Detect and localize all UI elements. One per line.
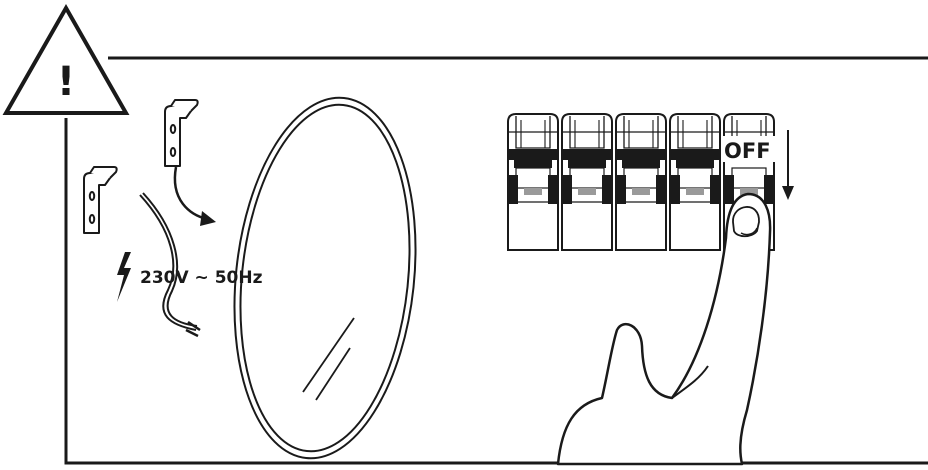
circuit-breaker <box>615 113 667 251</box>
warning-triangle-icon: ! <box>2 3 130 115</box>
circuit-breaker <box>507 113 559 251</box>
circuit-breaker <box>669 113 721 251</box>
off-label-bg <box>723 136 777 162</box>
warning-exclamation: ! <box>57 59 75 105</box>
hand-icon <box>556 192 772 466</box>
wall-bracket-icon <box>164 99 199 167</box>
arrow-down-icon <box>782 130 794 200</box>
lightning-bolt-icon <box>117 252 131 302</box>
power-cable <box>139 192 201 338</box>
instruction-frame <box>64 56 928 465</box>
voltage-label: 230V ~ 50Hz <box>140 268 263 288</box>
curved-arrow-icon <box>173 166 216 226</box>
circuit-breaker <box>561 113 613 251</box>
off-label: OFF <box>724 139 771 163</box>
oval-mirror <box>233 96 417 460</box>
circuit-breaker-panel <box>507 113 775 251</box>
wall-bracket-icon <box>83 166 118 234</box>
